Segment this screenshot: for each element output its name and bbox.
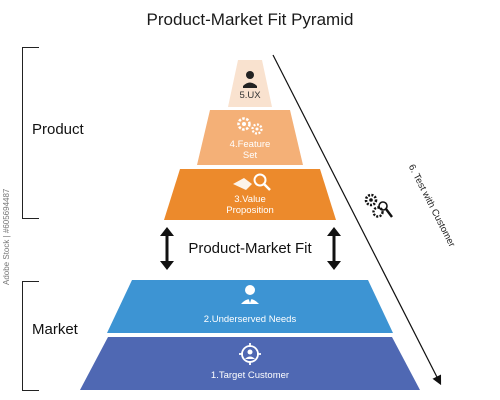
tier-feature-set (197, 110, 303, 165)
tier-underserved-needs (107, 280, 393, 333)
tier-feature-set-line2: Set (242, 150, 258, 161)
pmf-left-double-arrow (160, 227, 174, 270)
diagram-title: Product-Market Fit Pyramid (146, 10, 354, 29)
tier-value-proposition-line1: 3.Value (234, 194, 266, 205)
product-label: Product (30, 121, 86, 138)
tier-underserved-needs-label: 2.Underserved Needs (170, 314, 330, 325)
tier-value-proposition (164, 169, 336, 220)
market-label: Market (30, 321, 80, 338)
tier-underserved-needs-line1: 2.Underserved Needs (203, 314, 297, 325)
tier-value-proposition-line2: Proposition (226, 205, 274, 216)
magnifier-icon (233, 173, 271, 191)
test-with-customer-arrow (272, 54, 442, 386)
user-icon (243, 71, 257, 88)
tier-target-customer-line1: 1.Target Customer (210, 370, 290, 381)
market-bracket (22, 281, 39, 391)
target-person-icon (239, 343, 261, 365)
product-market-fit-label: Product-Market Fit (170, 240, 330, 257)
person-icon (241, 285, 259, 304)
tier-ux-line1: 5.UX (239, 90, 261, 101)
gears-icon (237, 117, 263, 135)
tier-feature-set-label: 4.Feature Set (210, 139, 290, 161)
tier-feature-set-line1: 4.Feature (229, 139, 271, 150)
stock-watermark: Adobe Stock | #605694487 (2, 188, 11, 285)
tier-value-proposition-label: 3.Value Proposition (200, 194, 300, 216)
tier-target-customer-label: 1.Target Customer (170, 370, 330, 381)
gears-magnifier-icon (364, 193, 393, 218)
product-bracket (22, 47, 39, 219)
tier-ux-label: 5.UX (220, 90, 280, 101)
pmf-right-double-arrow (327, 227, 341, 270)
